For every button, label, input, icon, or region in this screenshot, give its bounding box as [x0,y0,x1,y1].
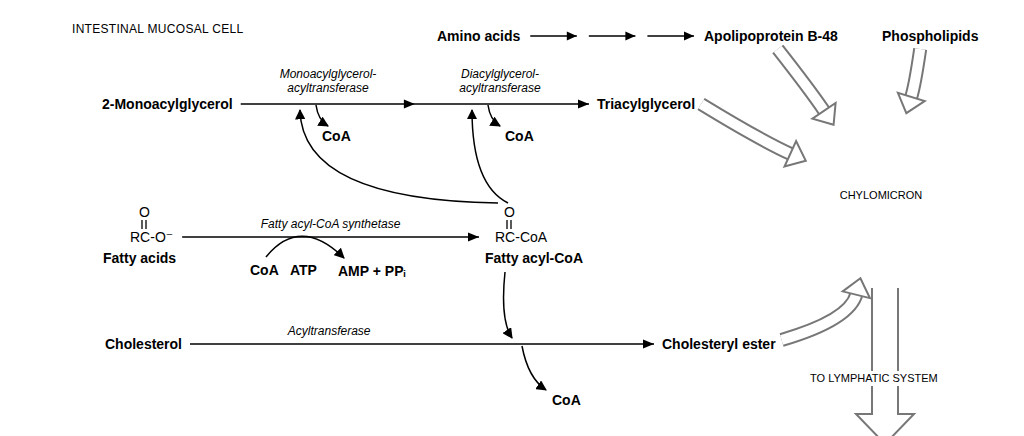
enzyme-name: Acyltransferase [219,324,439,338]
product-label: Cholesteryl ester [660,334,778,354]
label-anchor: CoA [505,127,534,145]
compound-name: Apolipoprotein B-48 [704,27,838,45]
cofactor: ATP [290,261,317,279]
release-arrow [488,105,500,126]
label-anchor: CoA [250,261,279,279]
product-label: Triacylglycerol [595,94,697,114]
cofactor-arc [266,236,344,258]
acyl-donor-arrow [504,272,512,338]
substrate-label: Amino acids [435,26,522,46]
compound-name: Triacylglycerol [597,95,695,113]
particle-name: CHYLOMICRON [840,189,923,202]
label-anchor: Monoacylglycerol- acyltransferase [258,67,398,95]
label-anchor: ATP [290,261,317,279]
molecule-formula: O RC-CoA Fatty acyl-CoA [485,204,583,267]
assembly-arrow [701,104,806,167]
double-bond [138,220,150,229]
lipid-label: Phospholipids [880,26,980,46]
compound-name: Fatty acids [103,249,176,267]
cofactor: CoA [505,127,534,145]
label-anchor: Diacylglycerol- acyltransferase [430,67,570,95]
label-anchor: Acyltransferase [219,324,439,338]
export-arrow [856,288,914,436]
compound-name: 2-Monoacylglycerol [102,95,233,113]
release-arrow [522,346,546,390]
cofactor: CoA [552,391,581,409]
compound-name: Fatty acyl-CoA [485,249,583,267]
enzyme-name: Monoacylglycerol- acyltransferase [258,67,398,95]
chylomicron-particle: CHYLOMICRON [795,105,967,285]
label-anchor: Fatty acyl-CoA synthetase [221,217,441,231]
compound-name: Cholesterol [105,335,182,353]
molecule-formula: O RC-O⁻ Fatty acids [103,204,176,267]
cell-heading: INTESTINAL MUCOSAL CELL [72,22,243,36]
substrate-label: 2-Monoacylglycerol [100,94,235,114]
reaction-arrow [182,233,479,242]
assembly-arrow [782,278,870,340]
acyl-donor-arrow [472,110,508,203]
label-anchor: TO LYMPHATIC SYSTEM [808,368,940,386]
enzyme-name: Fatty acyl-CoA synthetase [221,217,441,231]
label-anchor: AMP + PPᵢ [338,262,405,280]
release-arrow [316,105,328,126]
destination-note: TO LYMPHATIC SYSTEM [808,371,940,386]
cofactor: CoA [250,261,279,279]
atom-symbol: O [139,204,150,220]
chemical-formula: RC-O⁻ [130,229,173,245]
label-anchor: CoA [322,127,351,145]
atom-symbol: O [504,204,515,220]
assembly-arrow [778,49,836,125]
reaction-arrow [241,100,589,109]
cofactor: CoA [322,127,351,145]
compound-name: Phospholipids [882,27,978,45]
compound-name: Amino acids [437,27,520,45]
byproduct: AMP + PPᵢ [338,262,405,280]
double-bond [503,220,515,229]
synthesis-arrows [530,32,694,41]
acyl-donor-arrow [300,110,498,203]
assembly-arrow [898,49,925,113]
protein-label: Apolipoprotein B-48 [702,26,840,46]
enzyme-name: Diacylglycerol- acyltransferase [430,67,570,95]
label-anchor: CoA [552,391,581,409]
substrate-label: Cholesterol [103,334,184,354]
chemical-formula: RC-CoA [495,229,547,245]
reaction-arrow [190,340,654,349]
compound-name: Cholesteryl ester [662,335,776,353]
